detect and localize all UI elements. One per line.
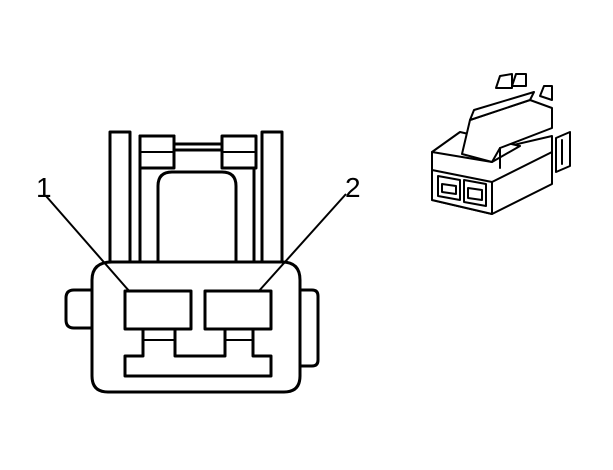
left-latch-tab (64, 288, 94, 330)
left-lock-arm (108, 130, 132, 270)
connector-iso-view (431, 73, 571, 215)
right-lock-arm (260, 130, 284, 270)
connector-face-view (64, 130, 320, 394)
callout-1-leader (45, 195, 131, 293)
callout-label-1: 1 (36, 172, 52, 203)
right-latch-tab (298, 288, 320, 368)
callout-label-2: 2 (345, 172, 361, 203)
cavity-1 (123, 289, 193, 331)
cavity-2 (203, 289, 273, 331)
callout-2-leader (257, 193, 347, 293)
